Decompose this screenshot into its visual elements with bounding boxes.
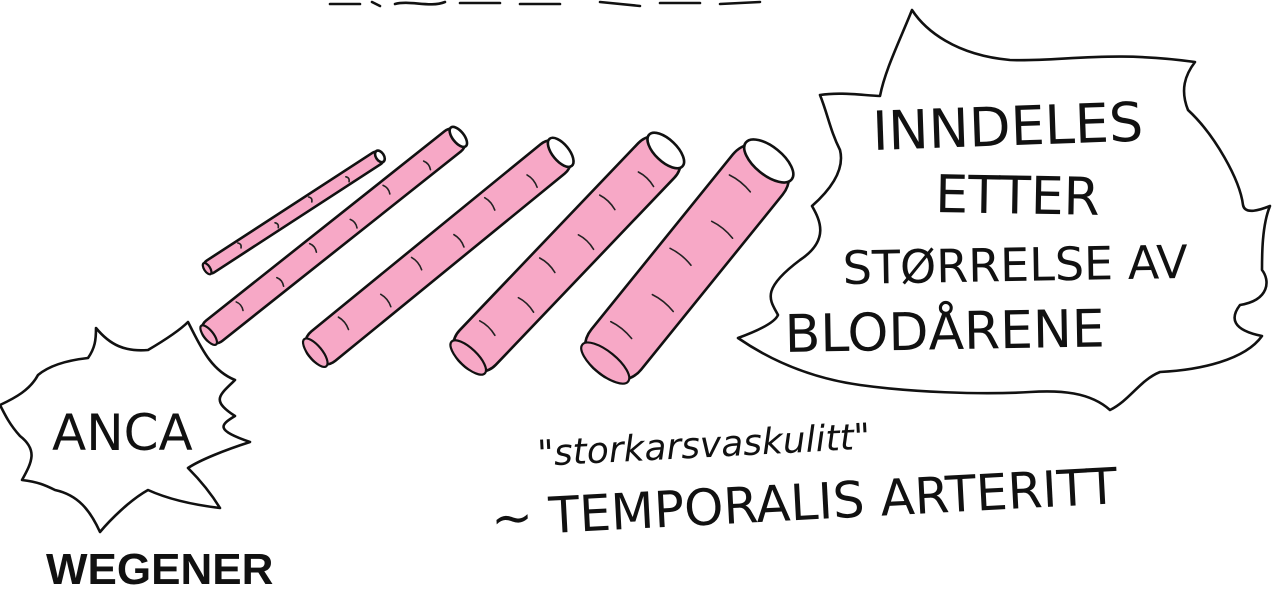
bubble-line-2: ETTER	[935, 165, 1100, 228]
vessel-group	[197, 123, 803, 392]
speech-bubble-right: INNDELES ETTER STØRRELSE AV BLODÅRENE	[738, 10, 1270, 410]
vessel-extra-large	[573, 130, 802, 392]
bubble-line-4: BLODÅRENE	[784, 297, 1105, 365]
footer-label: WEGENER	[46, 548, 273, 592]
bubble-line-1: INNDELES	[871, 91, 1144, 163]
speech-bubble-left: ANCA	[0, 322, 250, 532]
top-cropped-text	[330, 2, 760, 6]
quote-text: "storkarsvaskulitt"	[536, 417, 871, 475]
bubble-line-3: STØRRELSE AV	[842, 235, 1188, 295]
anca-label: ANCA	[52, 404, 193, 462]
